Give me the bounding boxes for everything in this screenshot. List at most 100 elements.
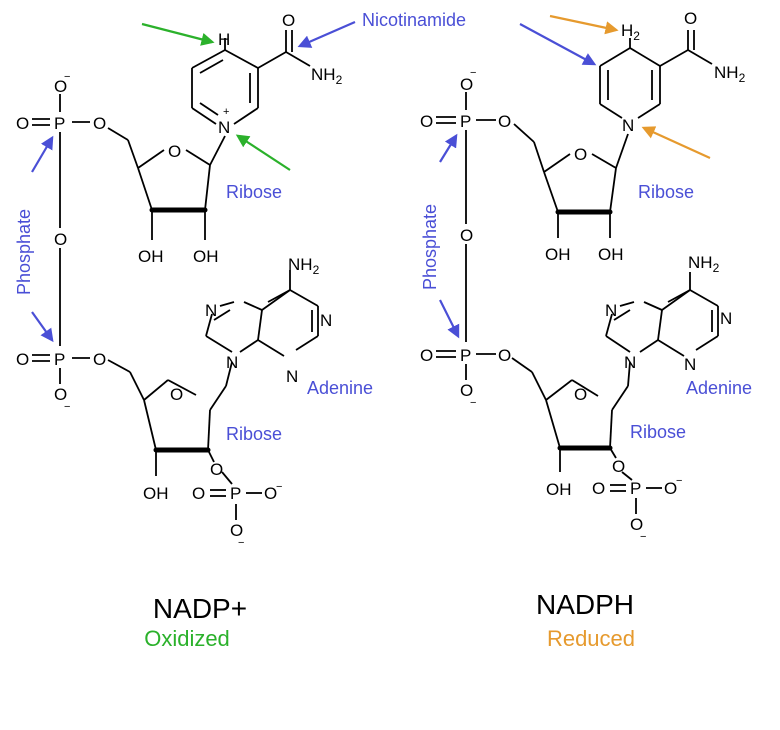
phosphate-oxygen: O	[264, 484, 277, 503]
phosphoryl-oxygen: O	[420, 112, 433, 131]
upper-ribose-ring	[513, 123, 629, 238]
phosphate-oxygen: O	[54, 385, 67, 404]
phosphate-oxygen: O	[460, 381, 473, 400]
nitrogen-arrow	[641, 126, 711, 160]
phosphate-oxygen: O	[630, 515, 643, 534]
negative-charge: −	[640, 531, 646, 543]
phosphate-arrow	[31, 311, 54, 343]
negative-charge: −	[64, 71, 70, 83]
negative-charge: −	[676, 475, 682, 487]
phosphorus-atom: P	[630, 479, 641, 498]
hydroxyl-group: OH	[546, 480, 572, 499]
nicotinamide-arrow	[297, 20, 356, 48]
adenine-nitrogen: N	[205, 301, 217, 320]
ring-nitrogen: N	[218, 118, 230, 137]
bridging-oxygen: O	[54, 230, 67, 249]
reduced-label: Reduced	[547, 626, 635, 651]
oxidized-label: Oxidized	[144, 626, 230, 651]
amine-nh2: NH2	[288, 255, 320, 277]
lower-ribose-ring	[107, 359, 262, 520]
ring-nitrogen: N	[622, 116, 634, 135]
hydroxyl-group: OH	[598, 245, 624, 264]
adenine-nitrogen: N	[684, 355, 696, 374]
nitrogen-arrow	[235, 134, 291, 171]
phosphate-oxygen: O	[460, 75, 473, 94]
ribose-ring-oxygen: O	[574, 145, 587, 164]
amide-nh2: NH2	[714, 63, 746, 85]
negative-charge: −	[470, 397, 476, 409]
phosphoryl-oxygen: O	[592, 479, 605, 498]
hydroxyl-group: OH	[138, 247, 164, 266]
ribose-ring-oxygen: O	[168, 142, 181, 161]
phosphate-oxygen: O	[54, 77, 67, 96]
ribose-label: Ribose	[226, 424, 282, 444]
phosphate-oxygen: O	[664, 479, 677, 498]
ribose-ring-oxygen: O	[170, 385, 183, 404]
phosphate-label: Phosphate	[420, 204, 440, 290]
phosphate-arrow	[31, 135, 54, 173]
ester-oxygen: O	[498, 112, 511, 131]
dihydrogen-atoms: H2	[621, 21, 640, 43]
phosphate-ester-oxygen: O	[210, 460, 223, 479]
adenine-label: Adenine	[686, 378, 752, 398]
hydrogen-arrow	[141, 22, 215, 46]
carbonyl-oxygen: O	[282, 11, 295, 30]
nicotinamide-arrow	[519, 23, 597, 66]
ribose-label: Ribose	[630, 422, 686, 442]
adenine-nitrogen: N	[624, 353, 636, 372]
adenine-nitrogen: N	[286, 367, 298, 386]
phosphoryl-oxygen: O	[16, 350, 29, 369]
positive-charge: +	[223, 106, 229, 118]
upper-phosphate	[436, 92, 496, 342]
nicotinamide-ring	[191, 30, 311, 125]
phosphoryl-oxygen: O	[192, 484, 205, 503]
nadp-plus-structure: H O NH2 N + O OH OH O	[14, 11, 373, 651]
adenine-rings	[605, 272, 719, 387]
upper-ribose-ring	[107, 127, 226, 240]
negative-charge: −	[276, 481, 282, 493]
carbonyl-oxygen: O	[684, 9, 697, 28]
phosphorus-atom: P	[460, 346, 471, 365]
ester-oxygen: O	[93, 350, 106, 369]
adenine-nitrogen: N	[720, 309, 732, 328]
amide-nh2: NH2	[311, 65, 343, 87]
ester-oxygen: O	[498, 346, 511, 365]
negative-charge: −	[238, 537, 244, 549]
phosphoryl-oxygen: O	[16, 114, 29, 133]
ester-oxygen: O	[93, 114, 106, 133]
ribose-ring-oxygen: O	[574, 385, 587, 404]
phosphoryl-oxygen: O	[420, 346, 433, 365]
phosphorus-atom: P	[54, 114, 65, 133]
amine-nh2: NH2	[688, 253, 720, 275]
adenine-nitrogen: N	[605, 301, 617, 320]
bridging-oxygen: O	[460, 226, 473, 245]
ribose-label: Ribose	[638, 182, 694, 202]
phosphate-label: Phosphate	[14, 209, 34, 295]
upper-phosphate	[32, 94, 90, 346]
phosphorus-atom: P	[230, 484, 241, 503]
adenine-label: Adenine	[307, 378, 373, 398]
phosphate-ester-oxygen: O	[612, 457, 625, 476]
negative-charge: −	[64, 401, 70, 413]
phosphorus-atom: P	[460, 112, 471, 131]
hydrogen-atom: H	[218, 30, 230, 49]
nadph-title: NADPH	[536, 589, 634, 620]
phosphate-arrow	[439, 299, 460, 339]
lower-ribose-ring	[511, 357, 662, 514]
adenine-nitrogen: N	[226, 353, 238, 372]
ribose-label: Ribose	[226, 182, 282, 202]
nicotinamide-label: Nicotinamide	[362, 10, 466, 30]
hydrogen-arrow	[549, 14, 619, 35]
lower-phosphate	[436, 350, 496, 380]
negative-charge: −	[470, 67, 476, 79]
lower-phosphate	[32, 354, 90, 384]
hydroxyl-group: OH	[193, 247, 219, 266]
nadph-structure: H2 O NH2 N O OH OH O P	[420, 9, 752, 651]
nadp-plus-title: NADP+	[153, 593, 247, 624]
adenine-nitrogen: N	[320, 311, 332, 330]
adenine-rings	[205, 270, 319, 387]
hydroxyl-group: OH	[143, 484, 169, 503]
dihydronicotinamide-ring	[599, 30, 713, 119]
phosphate-arrow	[439, 133, 458, 163]
